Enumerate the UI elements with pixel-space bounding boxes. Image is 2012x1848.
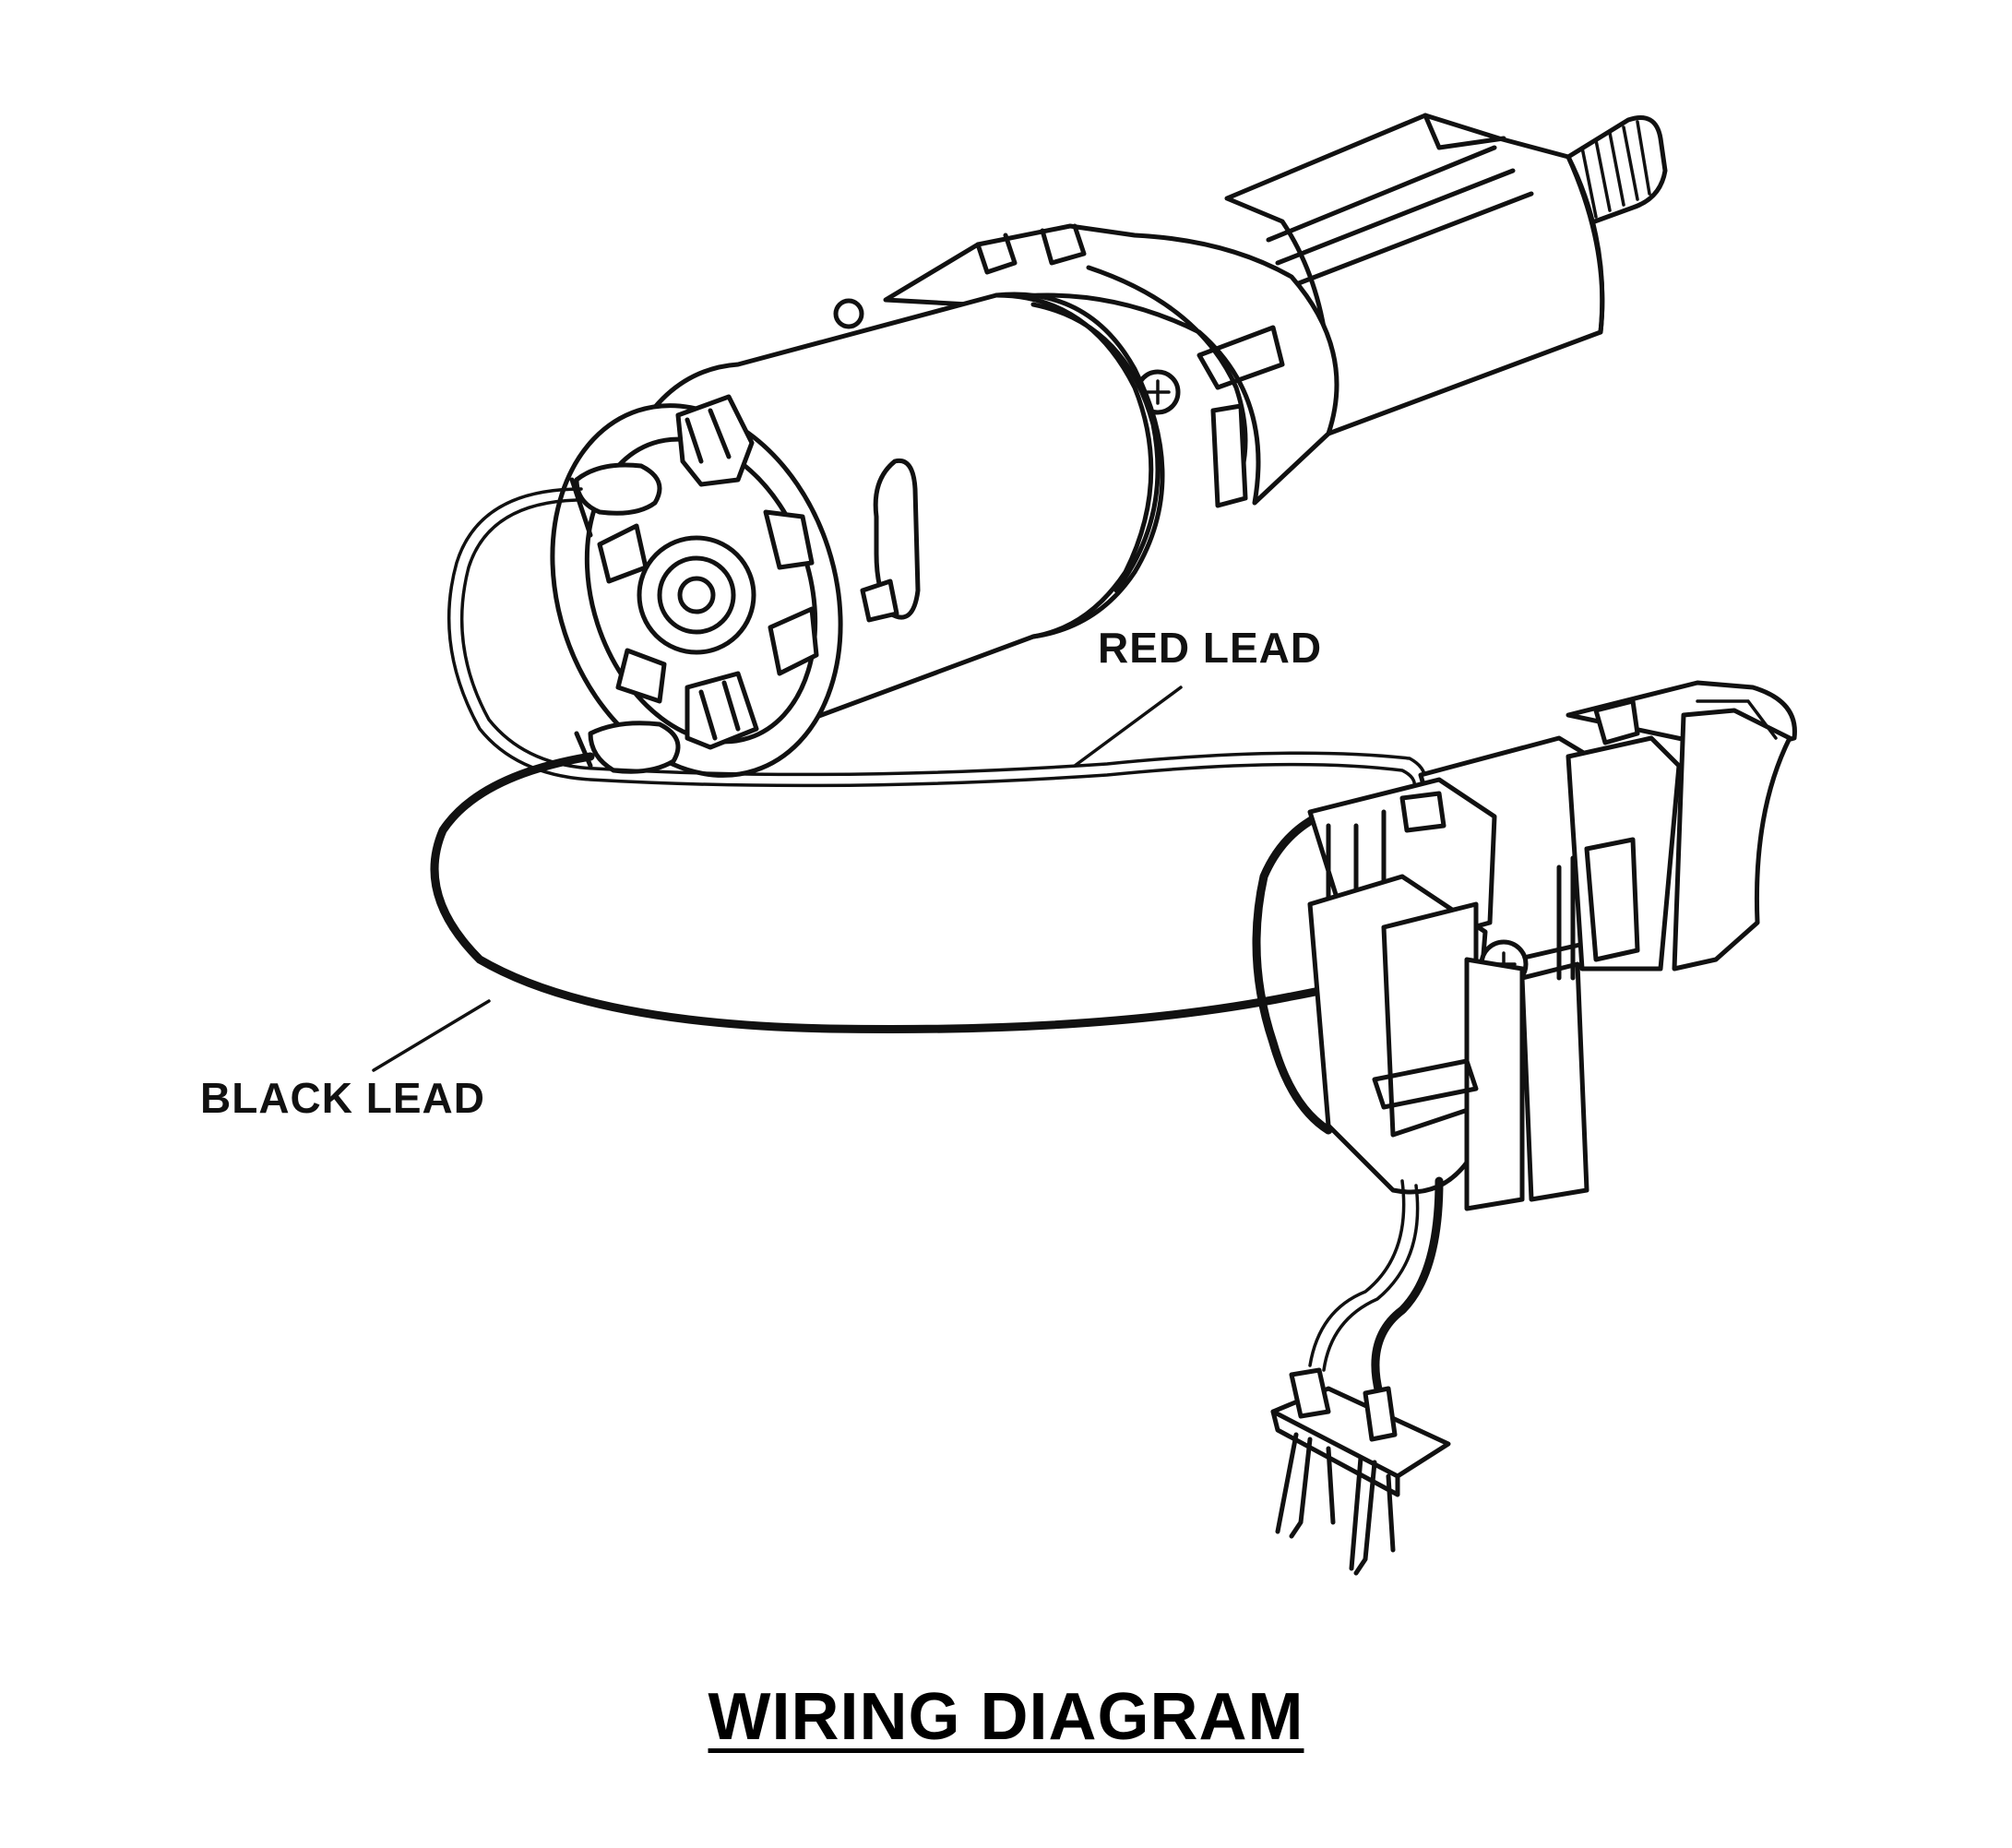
gear-housing	[1224, 113, 1605, 436]
page-title-text: WIRING DIAGRAM	[708, 1680, 1304, 1754]
page-title: WIRING DIAGRAM	[0, 1679, 2012, 1755]
battery-terminal-block	[1270, 1367, 1451, 1576]
threaded-shaft	[1566, 115, 1668, 229]
red-lead-label: RED LEAD	[1098, 624, 1323, 672]
black-lead-leader-line	[372, 999, 491, 1072]
black-lead-wire	[430, 752, 1407, 1135]
switch-leads	[1308, 1176, 1444, 1398]
red-lead-leader-line	[1073, 686, 1183, 768]
black-lead-label: BLACK LEAD	[200, 1074, 485, 1122]
trigger-switch	[1307, 680, 1797, 1211]
red-lead-wire	[446, 487, 1427, 795]
motor-end-cap	[550, 394, 899, 778]
